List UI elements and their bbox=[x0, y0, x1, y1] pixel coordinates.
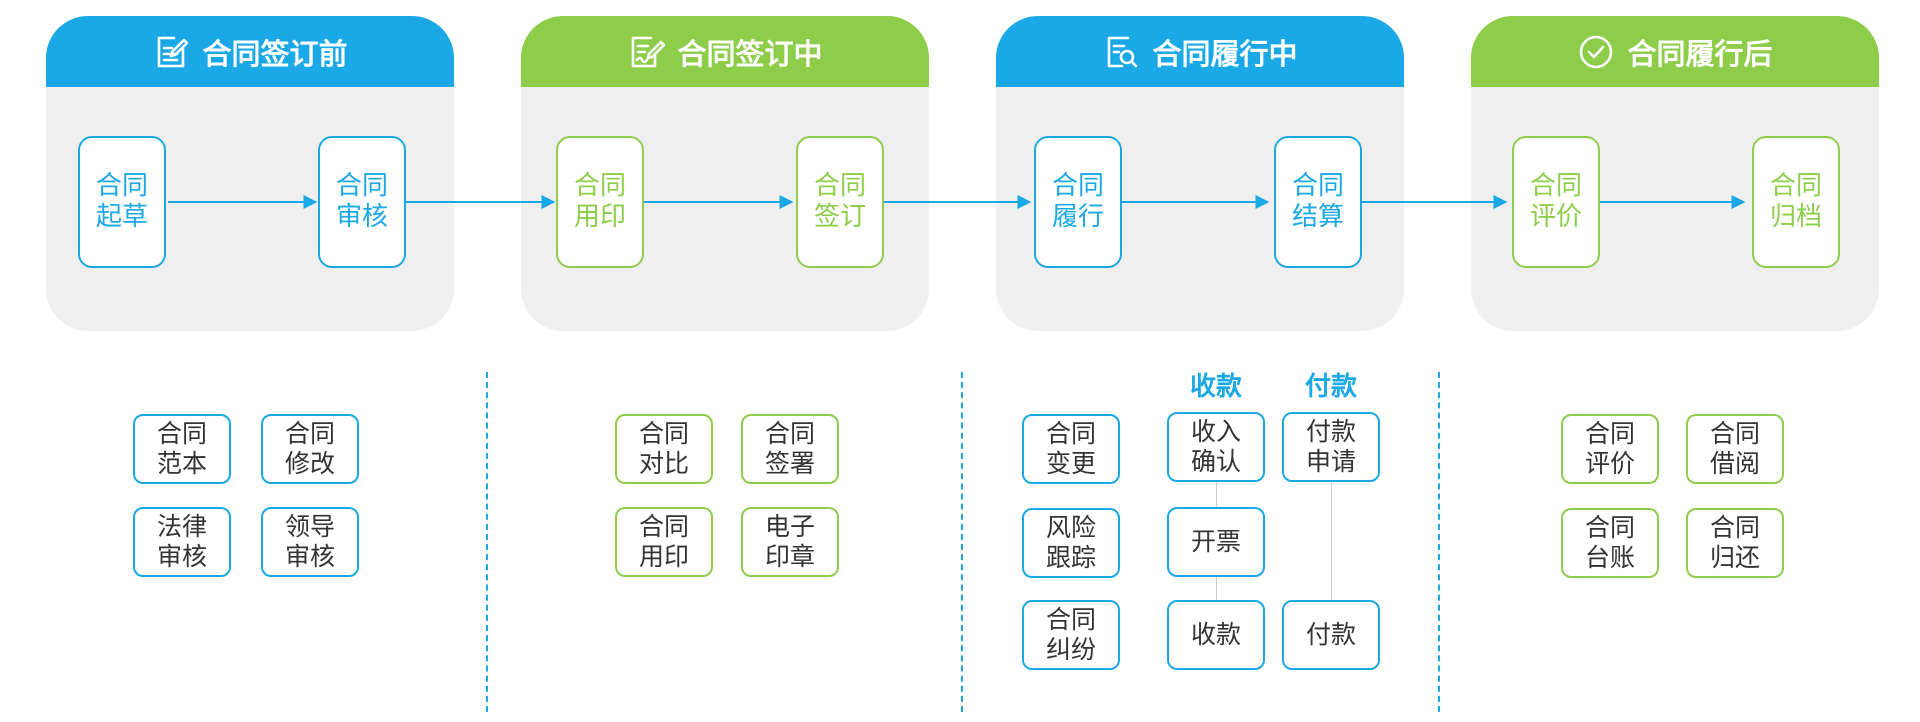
stage-sign[interactable]: 合同签订 bbox=[796, 136, 884, 268]
stage-settle[interactable]: 合同结算 bbox=[1274, 136, 1362, 268]
card-contract-evaluate[interactable]: 合同评价 bbox=[1561, 414, 1659, 484]
receipt-column-title: 收款 bbox=[1189, 372, 1242, 402]
phase-header-before: 合同签订前 bbox=[46, 16, 454, 87]
card-contract-template[interactable]: 合同范本 bbox=[133, 414, 231, 484]
edit-document-icon bbox=[152, 33, 190, 71]
card-invoice[interactable]: 开票 bbox=[1167, 507, 1265, 577]
section-divider bbox=[961, 372, 963, 712]
section-divider bbox=[486, 372, 488, 712]
section-divider bbox=[1438, 372, 1440, 712]
card-contract-stamp[interactable]: 合同用印 bbox=[615, 507, 713, 577]
sign-document-icon bbox=[627, 33, 666, 71]
stage-archive[interactable]: 合同归档 bbox=[1752, 136, 1840, 268]
card-make-payment[interactable]: 付款 bbox=[1282, 600, 1380, 670]
card-payment-request[interactable]: 付款申请 bbox=[1282, 412, 1380, 482]
card-contract-ledger[interactable]: 合同台账 bbox=[1561, 508, 1659, 578]
stage-perform[interactable]: 合同履行 bbox=[1034, 136, 1122, 268]
stage-review[interactable]: 合同审核 bbox=[318, 136, 406, 268]
stage-draft[interactable]: 合同起草 bbox=[78, 136, 166, 268]
stage-seal[interactable]: 合同用印 bbox=[556, 136, 644, 268]
card-contract-execute[interactable]: 合同签署 bbox=[741, 414, 839, 484]
phase-title: 合同履行中 bbox=[1152, 36, 1298, 71]
phase-header-execution: 合同履行中 bbox=[996, 16, 1404, 87]
card-contract-return[interactable]: 合同归还 bbox=[1686, 508, 1784, 578]
card-leader-review[interactable]: 领导审核 bbox=[261, 507, 359, 577]
phase-header-during: 合同签订中 bbox=[521, 16, 929, 87]
card-receive-payment[interactable]: 收款 bbox=[1167, 600, 1265, 670]
payment-column-title: 付款 bbox=[1304, 372, 1357, 402]
card-contract-compare[interactable]: 合同对比 bbox=[615, 414, 713, 484]
card-contract-change[interactable]: 合同变更 bbox=[1022, 414, 1120, 484]
check-circle-icon bbox=[1577, 33, 1615, 71]
search-document-icon bbox=[1102, 33, 1140, 71]
card-risk-tracking[interactable]: 风险跟踪 bbox=[1022, 508, 1120, 578]
card-contract-dispute[interactable]: 合同纠纷 bbox=[1022, 600, 1120, 670]
payment-connector bbox=[1331, 480, 1332, 602]
phase-title: 合同签订中 bbox=[677, 36, 823, 71]
card-legal-review[interactable]: 法律审核 bbox=[133, 507, 231, 577]
phase-title: 合同签订前 bbox=[202, 36, 348, 71]
card-income-confirm[interactable]: 收入确认 bbox=[1167, 412, 1265, 482]
phase-header-after: 合同履行后 bbox=[1471, 16, 1879, 87]
card-contract-modify[interactable]: 合同修改 bbox=[261, 414, 359, 484]
phase-title: 合同履行后 bbox=[1627, 36, 1773, 71]
card-contract-borrow[interactable]: 合同借阅 bbox=[1686, 414, 1784, 484]
stage-evaluate[interactable]: 合同评价 bbox=[1512, 136, 1600, 268]
card-e-seal[interactable]: 电子印章 bbox=[741, 507, 839, 577]
